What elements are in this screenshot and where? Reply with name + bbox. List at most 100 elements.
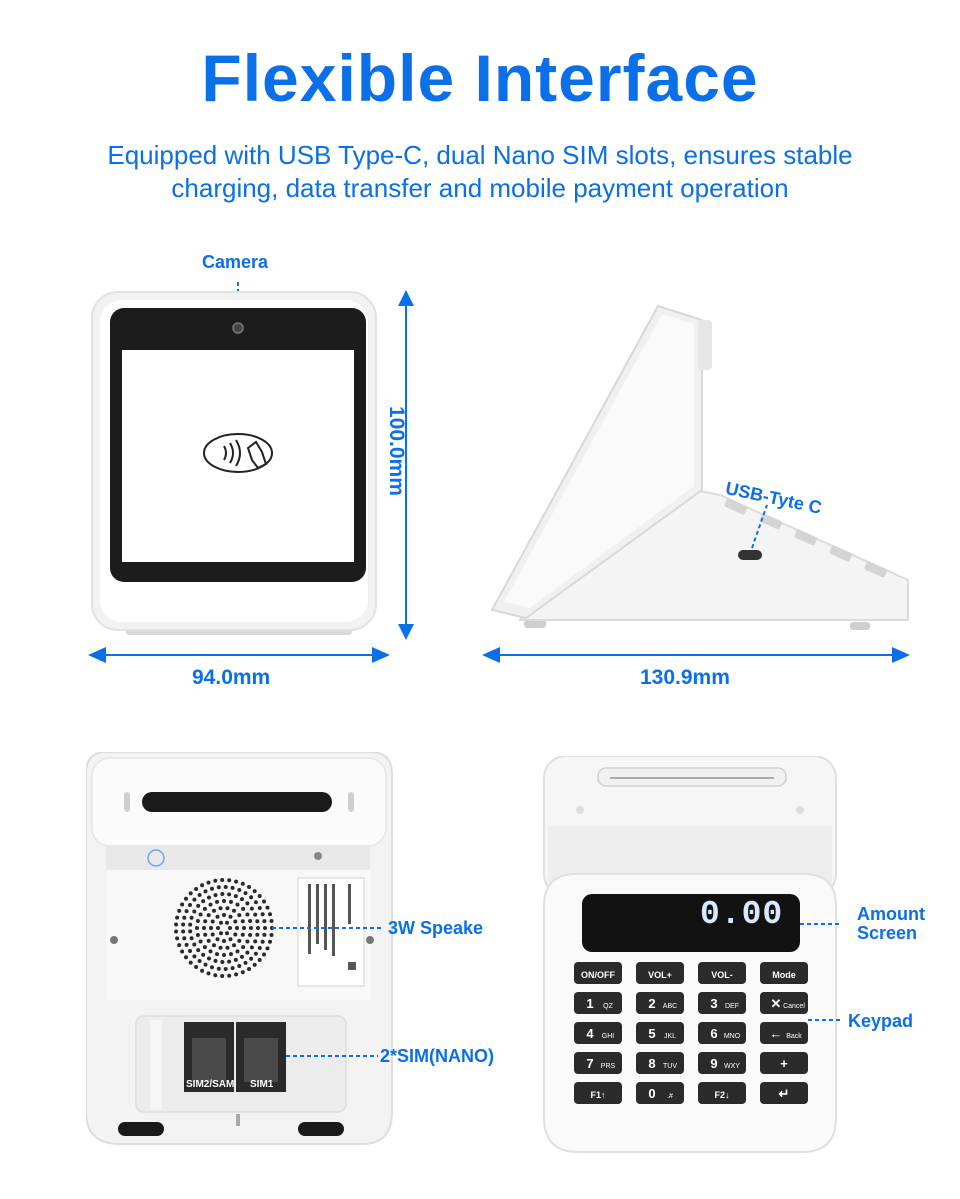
speaker-hole [227,892,232,897]
key-cap[interactable] [698,992,746,1014]
speaker-hole [228,937,233,942]
speaker-hole [269,919,274,923]
keypad-key[interactable]: F1↑ [574,1082,622,1104]
speaker-hole [257,946,262,950]
speaker-hole [188,960,193,965]
key-main-label: VOL- [711,970,733,980]
keypad-key[interactable]: VOL+ [636,962,684,984]
speaker-hole [188,891,193,896]
speaker-hole [262,932,267,937]
speaker-hole [235,949,240,954]
speaker-hole [201,952,206,957]
key-cap[interactable] [636,1082,684,1104]
keypad-key[interactable]: + [760,1052,808,1074]
speaker-hole [212,908,216,913]
speaker-hole [240,954,244,959]
key-main-label: ← [770,1026,783,1041]
speaker-hole [262,952,266,957]
sim1-slot-label: SIM1 [250,1079,274,1090]
speaker-hole [175,936,180,941]
speaker-hole [215,937,220,942]
keypad-key[interactable]: VOL- [698,962,746,984]
key-cap[interactable] [574,962,622,984]
speaker-hole [188,949,192,953]
speaker-hole [180,949,185,954]
key-cap[interactable] [636,992,684,1014]
speaker-hole [208,949,213,954]
key-cap[interactable] [698,1022,746,1044]
speaker-hole [237,913,242,918]
key-cap[interactable] [698,962,746,984]
key-cap[interactable] [760,992,808,1014]
speaker-hole [232,908,236,913]
speaker-hole [260,912,265,917]
key-cap[interactable] [574,1022,622,1044]
speaker-hole [263,926,267,930]
speaker-hole [235,926,239,930]
speaker-hole [201,899,206,904]
camera-label: Camera [202,252,269,272]
keypad-key[interactable]: ✕Cancel [760,992,808,1014]
keypad-key[interactable]: F2↓ [698,1082,746,1104]
keypad-key[interactable]: ON/OFF [574,962,622,984]
speaker-hole [245,912,250,917]
key-cap[interactable] [636,1022,684,1044]
key-sub-label: MNO [724,1033,741,1040]
height-dimension: 100.0mm [385,406,408,496]
key-cap[interactable] [760,1052,808,1074]
speaker-hole [203,962,208,967]
key-cap[interactable] [636,1052,684,1074]
front-view-figure [88,282,414,663]
speaker-hole [206,880,211,885]
speaker-hole [228,914,233,919]
speaker-hole [237,964,242,968]
speaker-hole [245,901,250,906]
speaker-hole [197,959,202,963]
speaker-grille [174,878,274,978]
key-cap[interactable] [574,1052,622,1074]
keypad-key[interactable]: 0.# [636,1082,684,1104]
key-cap[interactable] [698,1082,746,1104]
speaker-hole [234,879,239,884]
speaker-hole [247,885,251,889]
speaker-hole [247,967,251,971]
key-cap[interactable] [574,992,622,1014]
sim2-slot-label: SIM2/SAM [186,1079,235,1090]
key-main-label: 5 [648,1026,655,1041]
speaker-hole [249,926,253,930]
speaker-hole [189,915,194,920]
keypad-key[interactable]: Mode [760,962,808,984]
speaker-hole [240,970,245,975]
speaker-hole [257,906,262,910]
speaker-hole [188,922,193,927]
key-sub-label: TUV [663,1063,677,1070]
speaker-hole [253,951,258,956]
key-cap[interactable] [574,1082,622,1104]
speaker-hole [230,885,235,890]
keypad-key[interactable]: ←Back [760,1022,808,1044]
key-cap[interactable] [760,1022,808,1044]
speaker-hole [216,966,221,971]
keypad-key[interactable]: ↵ [760,1082,808,1104]
speaker-hole [257,894,262,898]
key-cap[interactable] [698,1052,746,1074]
speaker-hole [222,899,226,903]
key-cap[interactable] [760,1082,808,1104]
speaker-hole [200,883,205,888]
key-main-label: 0 [648,1086,655,1101]
speaker-hole [196,948,201,953]
key-cap[interactable] [636,962,684,984]
speaker-hole [262,899,266,904]
speaker-hole [208,902,213,907]
key-cap[interactable] [760,962,808,984]
